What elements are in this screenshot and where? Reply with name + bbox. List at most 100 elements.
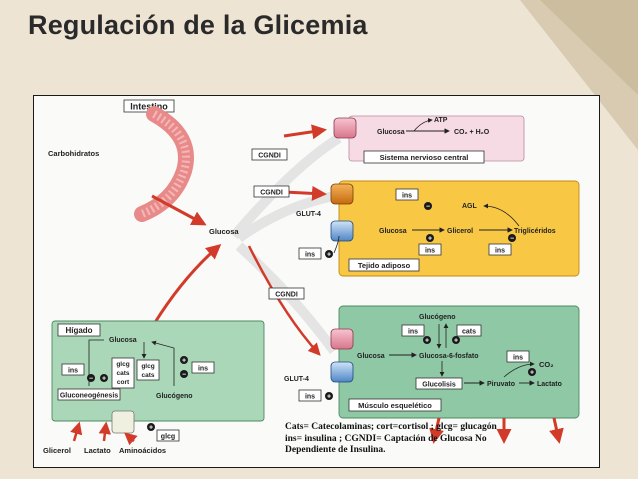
liver-ins-right-box (191, 361, 215, 374)
brain-products-label: CO₂ + H₂O (454, 129, 490, 136)
legend-line-2: ins= insulina ; CGNDI= Captación de Gluc… (285, 433, 487, 444)
muscle-label-box (348, 398, 442, 412)
muscle-cats-label: cats (462, 329, 476, 336)
liver-plus-sign-2: + (182, 358, 186, 365)
adipose-ins-right-box (488, 243, 512, 256)
brain-atp-arrow (413, 118, 433, 132)
liver-cort-label: cort (117, 379, 130, 386)
liver-label: Hígado (65, 326, 92, 335)
liver-plus-icon-2 (180, 356, 188, 364)
liver-hormones-box-2 (136, 359, 160, 381)
muscle-plus-sign-4: + (530, 370, 534, 377)
liver-label-box (57, 323, 101, 337)
slide-title: Regulación de la Glicemia (28, 10, 368, 40)
liver-glucose-label: Glucosa (109, 337, 137, 344)
amino-glcg-box (156, 429, 180, 442)
muscle-cgndi-transporter-icon (330, 328, 354, 350)
adipose-cgndi-label: CGNDI (260, 190, 283, 197)
brain-label-box (363, 150, 485, 164)
muscle-plus-icon-2 (423, 336, 431, 344)
muscle-ins-right-box (506, 350, 530, 363)
abbreviation-legend: Cats= Catecolaminas; cort=cortisol ; glc… (285, 422, 545, 457)
liver-ins-right-label: ins (198, 366, 208, 373)
liver-glcg-label: glcg (116, 361, 129, 368)
brain-cgndi-label: CGNDI (258, 153, 281, 160)
intestine-label: Intestino (130, 102, 168, 112)
brain-cgndi-box (251, 148, 288, 161)
adipose-label: Tejido adiposo (358, 261, 411, 270)
muscle-label: Músculo esquelético (358, 401, 432, 410)
amino-plus-sign: + (149, 425, 153, 432)
adipose-glucose-label: Glucosa (379, 228, 407, 235)
adipose-triglycerides-label: Triglicéridos (514, 228, 556, 235)
muscle-glut4-icon (330, 361, 354, 383)
adipose-label-box (348, 258, 420, 272)
liver-minus-sign-2: − (182, 372, 186, 379)
adipose-plus-sign: + (327, 252, 331, 259)
adipose-cgndi-box (253, 185, 290, 198)
muscle-output-arrow-1 (429, 417, 444, 444)
muscle-co2-label: CO₂ (539, 360, 554, 369)
flow-to-brain (230, 133, 342, 240)
adipose-ins-box (298, 247, 322, 260)
diagram-panel: Intestino Carbohidratos Glucosa CGNDI Gl… (33, 95, 600, 468)
brain-label: Sistema nervioso central (380, 153, 469, 162)
muscle-output-arrow-3 (549, 417, 564, 444)
adipose-cgndi-transporter-icon (330, 183, 354, 205)
muscle-plus-sign-3: + (454, 338, 458, 345)
legend-line-3: Dependiente de Insulina. (285, 445, 386, 455)
liver-gluconeogenesis-label: Gluconeogénesis (60, 393, 118, 400)
liver-hormones-box (111, 357, 135, 389)
adipose-minus-sign-2: − (510, 236, 514, 243)
adipose-minus-icon-2 (508, 234, 516, 242)
muscle-glycolysis-box (415, 377, 463, 390)
muscle-cgndi-label: CGNDI (275, 292, 298, 299)
muscle-plus-icon-3 (452, 336, 460, 344)
brain-atp-label: ATP (434, 117, 448, 124)
muscle-ins-top-label: ins (408, 329, 418, 336)
arrow-liver-glucose (152, 244, 222, 325)
adipose-ins-top-label: ins (402, 193, 412, 200)
muscle-plus-sign-2: + (425, 338, 429, 345)
muscle-plus-icon (325, 392, 333, 400)
adipose-ins-mid-label: ins (425, 248, 435, 255)
adipose-tg-agl-arrow (483, 203, 520, 227)
liver-ins-left-label: ins (68, 368, 78, 375)
muscle-plus-sign: + (327, 394, 331, 401)
lactate-input-label: Lactato (84, 446, 111, 455)
amino-acid-transporter-icon (111, 410, 135, 434)
adipose-plus-icon (325, 250, 333, 258)
muscle-ins-box (298, 389, 322, 402)
liver-minus-sign: − (89, 376, 93, 383)
legend-line-1: Cats= Catecolaminas; cort=cortisol ; glc… (285, 422, 497, 432)
muscle-cats-box (456, 324, 482, 337)
blood-glucose-label: Glucosa (209, 227, 239, 236)
adipose-ins-right-label: ins (495, 248, 505, 255)
arrow-intestine-glucose (151, 194, 207, 226)
adipose-ins-label: ins (305, 252, 315, 259)
liver-ins-left-box (61, 363, 85, 376)
liver-minus-icon (87, 374, 95, 382)
liver-glcg-label-2: glcg (141, 363, 154, 370)
glycemia-diagram: Intestino Carbohidratos Glucosa CGNDI Gl… (43, 99, 580, 455)
liver-cats-label: cats (116, 370, 129, 377)
adipose-plus-icon-2 (426, 234, 434, 242)
muscle-lactate-label: Lactato (537, 381, 562, 388)
arrow-glucose-muscle (247, 245, 321, 356)
muscle-glycolysis-label: Glucolisis (422, 382, 456, 389)
liver-gluconeogenesis-box (57, 388, 121, 401)
adipose-ins-mid-box (418, 243, 442, 256)
liver-plus-icon-1 (100, 374, 108, 382)
adipose-glut4-label: GLUT-4 (296, 211, 321, 218)
adipose-glycerol-label: Glicerol (447, 228, 473, 235)
lactate-input-arrow (98, 421, 112, 442)
muscle-ins-right-label: ins (513, 355, 523, 362)
intestine-villi (140, 110, 190, 218)
muscle-plus-icon-4 (528, 368, 536, 376)
muscle-ins-label: ins (305, 394, 315, 401)
arrow-cgndi-brain (283, 124, 327, 140)
adipose-glut4-icon (330, 220, 354, 242)
amino-acids-input-arrow (124, 432, 138, 446)
muscle-pyruvate-label: Piruvato (487, 381, 515, 388)
